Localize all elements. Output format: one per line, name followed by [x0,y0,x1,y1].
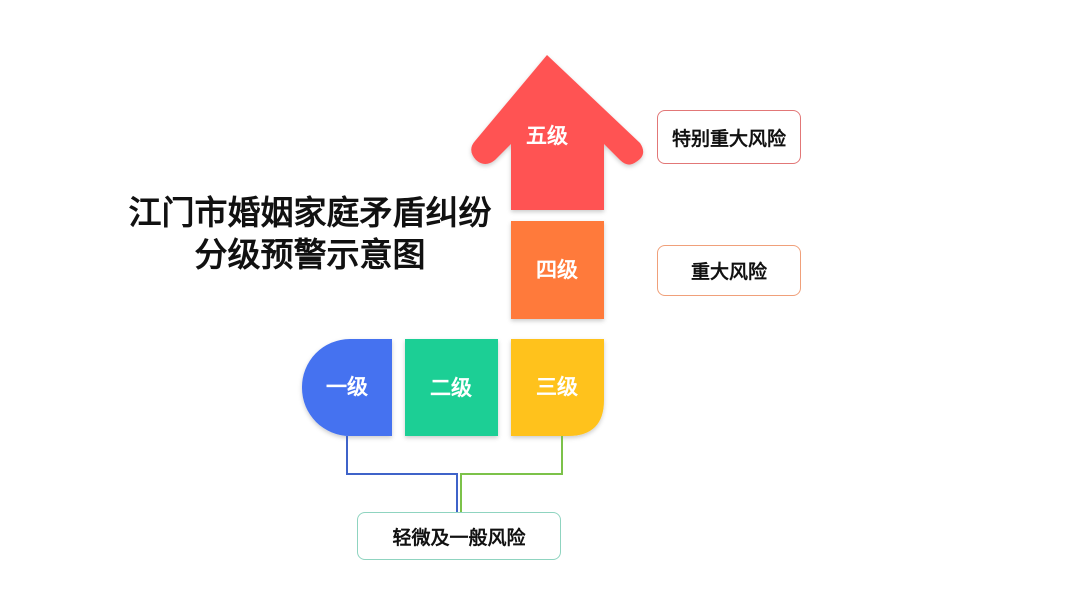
level-1-label: 一级 [326,375,368,399]
diagram-title: 江门市婚姻家庭矛盾纠纷 分级预警示意图 [110,192,510,276]
level-4-label: 四级 [536,258,578,282]
level-1-block [301,339,392,436]
level-5-arrow [471,55,644,210]
level-4-block [511,221,604,319]
level-2-label: 二级 [430,376,472,400]
title-line-2: 分级预警示意图 [194,235,426,274]
risk-major-box: 重大风险 [657,245,801,296]
risk-major-label: 重大风险 [690,261,767,283]
risk-special-major-label: 特别重大风险 [671,127,786,150]
level-3-block [511,339,604,436]
connector-line-left [346,436,458,512]
title-line-1: 江门市婚姻家庭矛盾纠纷 [128,193,492,232]
level-2-block [405,339,498,436]
risk-minor-general-box: 轻微及一般风险 [357,512,561,560]
level-3-label: 三级 [536,375,578,399]
risk-minor-general-label: 轻微及一般风险 [392,526,526,549]
risk-special-major-box: 特别重大风险 [657,110,801,164]
connector-line-right [460,436,563,512]
level-5-label: 五级 [526,124,568,148]
